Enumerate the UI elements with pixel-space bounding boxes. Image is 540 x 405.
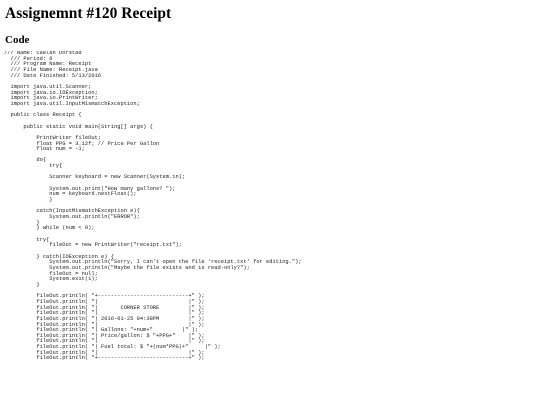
code-line: fileOut.println( "| Fuel total: $ "+(num… — [4, 344, 221, 351]
code-line: public static void main(String[] args) { — [4, 123, 153, 130]
code-line: System.out.print("How many gallons? "); — [4, 185, 176, 192]
code-line: } — [4, 197, 53, 204]
section-heading-code: Code — [5, 34, 30, 46]
code-line: fileOut.println( "| |" ); — [4, 338, 205, 345]
code-line: fileOut.println( "| Price/gallon: $ "+PP… — [4, 332, 205, 339]
code-line: Scanner keyboard = new Scanner(System.in… — [4, 174, 186, 181]
code-line: PrintWriter fileOut; — [4, 134, 102, 141]
code-line: /// Period: 6 — [4, 55, 53, 62]
code-line: } while (num < 0); — [4, 225, 95, 232]
code-block: /// Name: Caelan Dorstad /// Period: 6 /… — [4, 51, 536, 403]
code-line: fileOut.println( "| |" ); — [4, 321, 205, 328]
code-line: /// File Name: Receipt.java — [4, 66, 98, 73]
code-line: float PPG = 3.12f; // Price Per Gallon — [4, 140, 160, 147]
code-line: do{ — [4, 157, 47, 164]
code-line: fileOut.println( "+---------------------… — [4, 355, 205, 362]
code-line: fileOut.println( "| |" ); — [4, 349, 205, 356]
code-line: /// Name: Caelan Dorstad — [4, 51, 82, 56]
code-line: fileOut.println( "| CORNER STORE |" ); — [4, 304, 205, 311]
code-line: } — [4, 219, 40, 226]
code-line: /// Date Finished: 5/13/2016 — [4, 72, 102, 79]
code-line: num = keyboard.nextFloat(); — [4, 191, 137, 198]
code-line: fileOut = new PrintWriter("receipt.txt")… — [4, 242, 182, 249]
code-line: fileOut.println( "| Gallons: "+num+" |" … — [4, 327, 199, 334]
code-line: System.out.println("Sorry, I can't open … — [4, 259, 302, 266]
code-line: } catch(IOException e) { — [4, 253, 114, 260]
code-line: } — [4, 281, 40, 288]
page-title: Assignemnt #120 Receipt — [5, 5, 172, 22]
code-line: import java.io.PrintWriter; — [4, 95, 98, 102]
code-line: import java.util.Scanner; — [4, 83, 92, 90]
code-line: catch(InputMismatchException e){ — [4, 208, 140, 215]
code-line: float num = -1; — [4, 146, 85, 153]
code-line: fileOut = null; — [4, 270, 98, 277]
code-line: System.out.println("ERROR"); — [4, 214, 140, 221]
code-line: fileOut.println( "| |" ); — [4, 298, 205, 305]
code-line: fileOut.println( "| |" ); — [4, 310, 205, 317]
code-line: System.exit(1); — [4, 276, 98, 283]
code-line: try{ — [4, 163, 63, 170]
code-line: /// Program Name: Receipt — [4, 61, 92, 68]
code-line: try{ — [4, 236, 50, 243]
code-line: fileOut.println( "| 2016-01-25 04:38PM |… — [4, 315, 205, 322]
code-line: public class Receipt { — [4, 112, 82, 119]
code-line: import java.io.IOException; — [4, 89, 98, 96]
code-line: fileOut.println( "+---------------------… — [4, 293, 205, 300]
code-line: System.out.println("Maybe the file exist… — [4, 264, 250, 271]
code-line: import java.util.InputMismatchException; — [4, 100, 140, 107]
